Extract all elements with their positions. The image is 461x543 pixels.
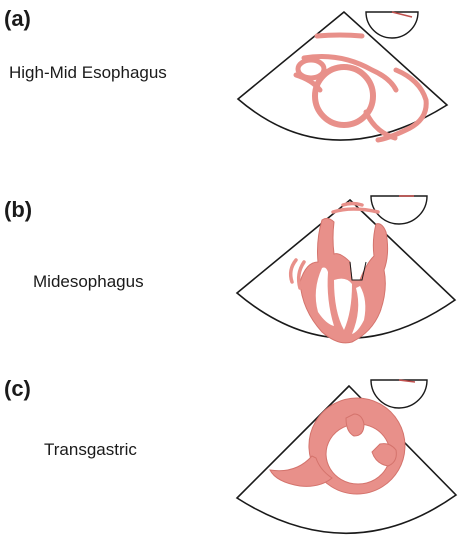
- panel-c-diagram: [237, 380, 456, 533]
- panel-a-diagram: [238, 12, 447, 140]
- panel-a-orientation-indicator: [366, 12, 418, 38]
- panel-a-anatomy: [296, 35, 426, 140]
- panel-b-orientation-indicator: [371, 196, 427, 224]
- panel-a-sector: [238, 12, 447, 140]
- panel-b-diagram: [237, 196, 455, 343]
- panel-b-anatomy: [291, 204, 388, 343]
- panel-c-anatomy: [270, 398, 405, 494]
